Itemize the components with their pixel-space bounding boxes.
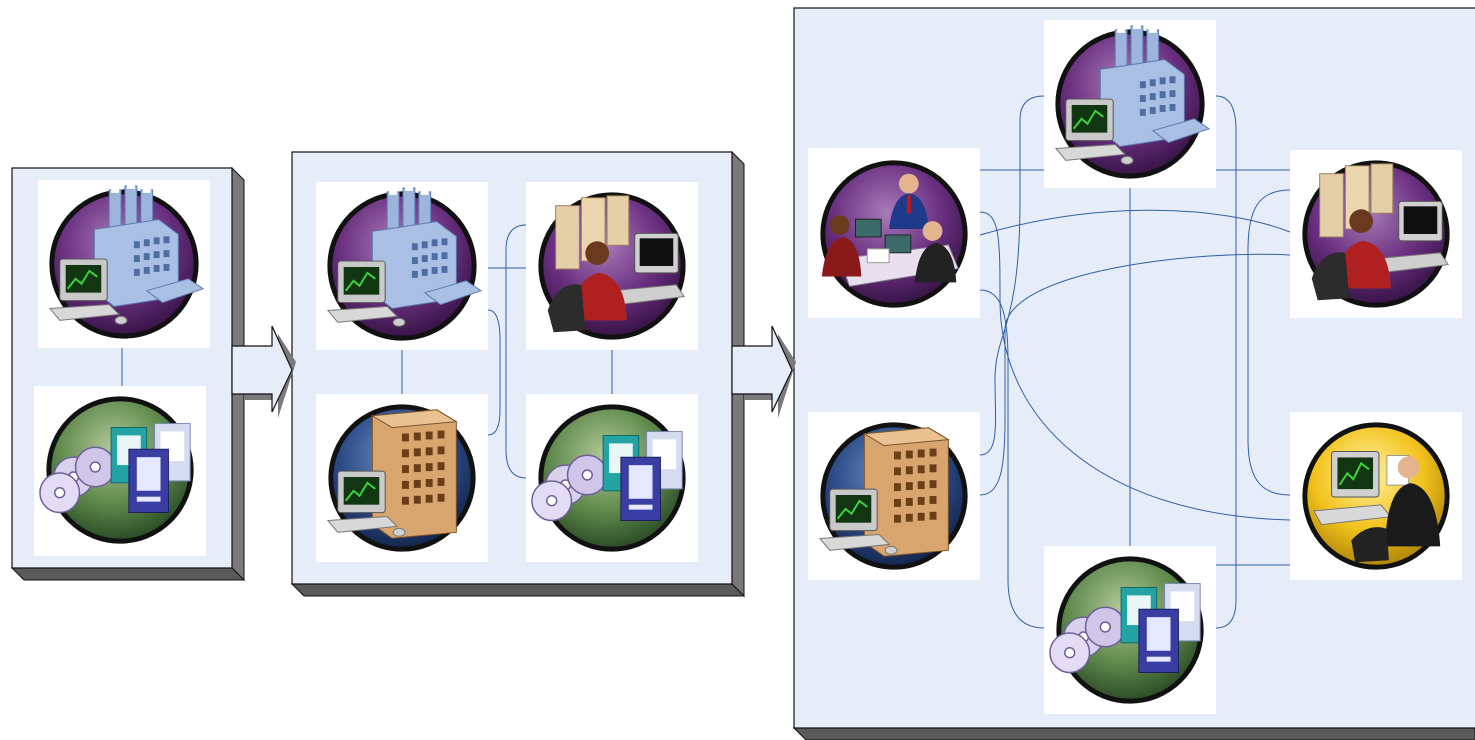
stage-1-nodes <box>34 180 210 556</box>
stage-2-operator-node[interactable] <box>526 182 698 350</box>
office-building-monitor-icon <box>328 407 473 549</box>
business-meeting-icon <box>822 163 965 305</box>
office-building-monitor-icon <box>820 425 965 567</box>
stage-3-trader-node[interactable] <box>1290 412 1462 580</box>
stage-3-factory-node[interactable] <box>1044 20 1216 188</box>
stage-3-office-node[interactable] <box>808 412 980 580</box>
stage-3-storage-node[interactable] <box>1044 546 1216 714</box>
stage-2-factory-node[interactable] <box>316 182 488 350</box>
stage-2-storage-node[interactable] <box>526 394 698 562</box>
stage-1-storage-node[interactable] <box>34 386 206 556</box>
stage-3-nodes <box>808 20 1462 714</box>
arrow-stage-2-to-3 <box>731 325 796 418</box>
stage-2-panel <box>290 150 746 598</box>
operator-workstation-icon <box>541 195 684 337</box>
stage-3-meeting-node[interactable] <box>808 148 980 318</box>
stage-3-operator-node[interactable] <box>1290 150 1462 318</box>
arrow-stage-1-to-2 <box>231 325 296 418</box>
connectors <box>121 95 1291 629</box>
stage-2-office-node[interactable] <box>316 394 488 562</box>
operator-workstation-icon <box>1305 163 1448 305</box>
stage-1-factory-node[interactable] <box>38 180 210 348</box>
stage-2-nodes <box>316 182 698 562</box>
trader-monitor-icon <box>1305 425 1447 567</box>
